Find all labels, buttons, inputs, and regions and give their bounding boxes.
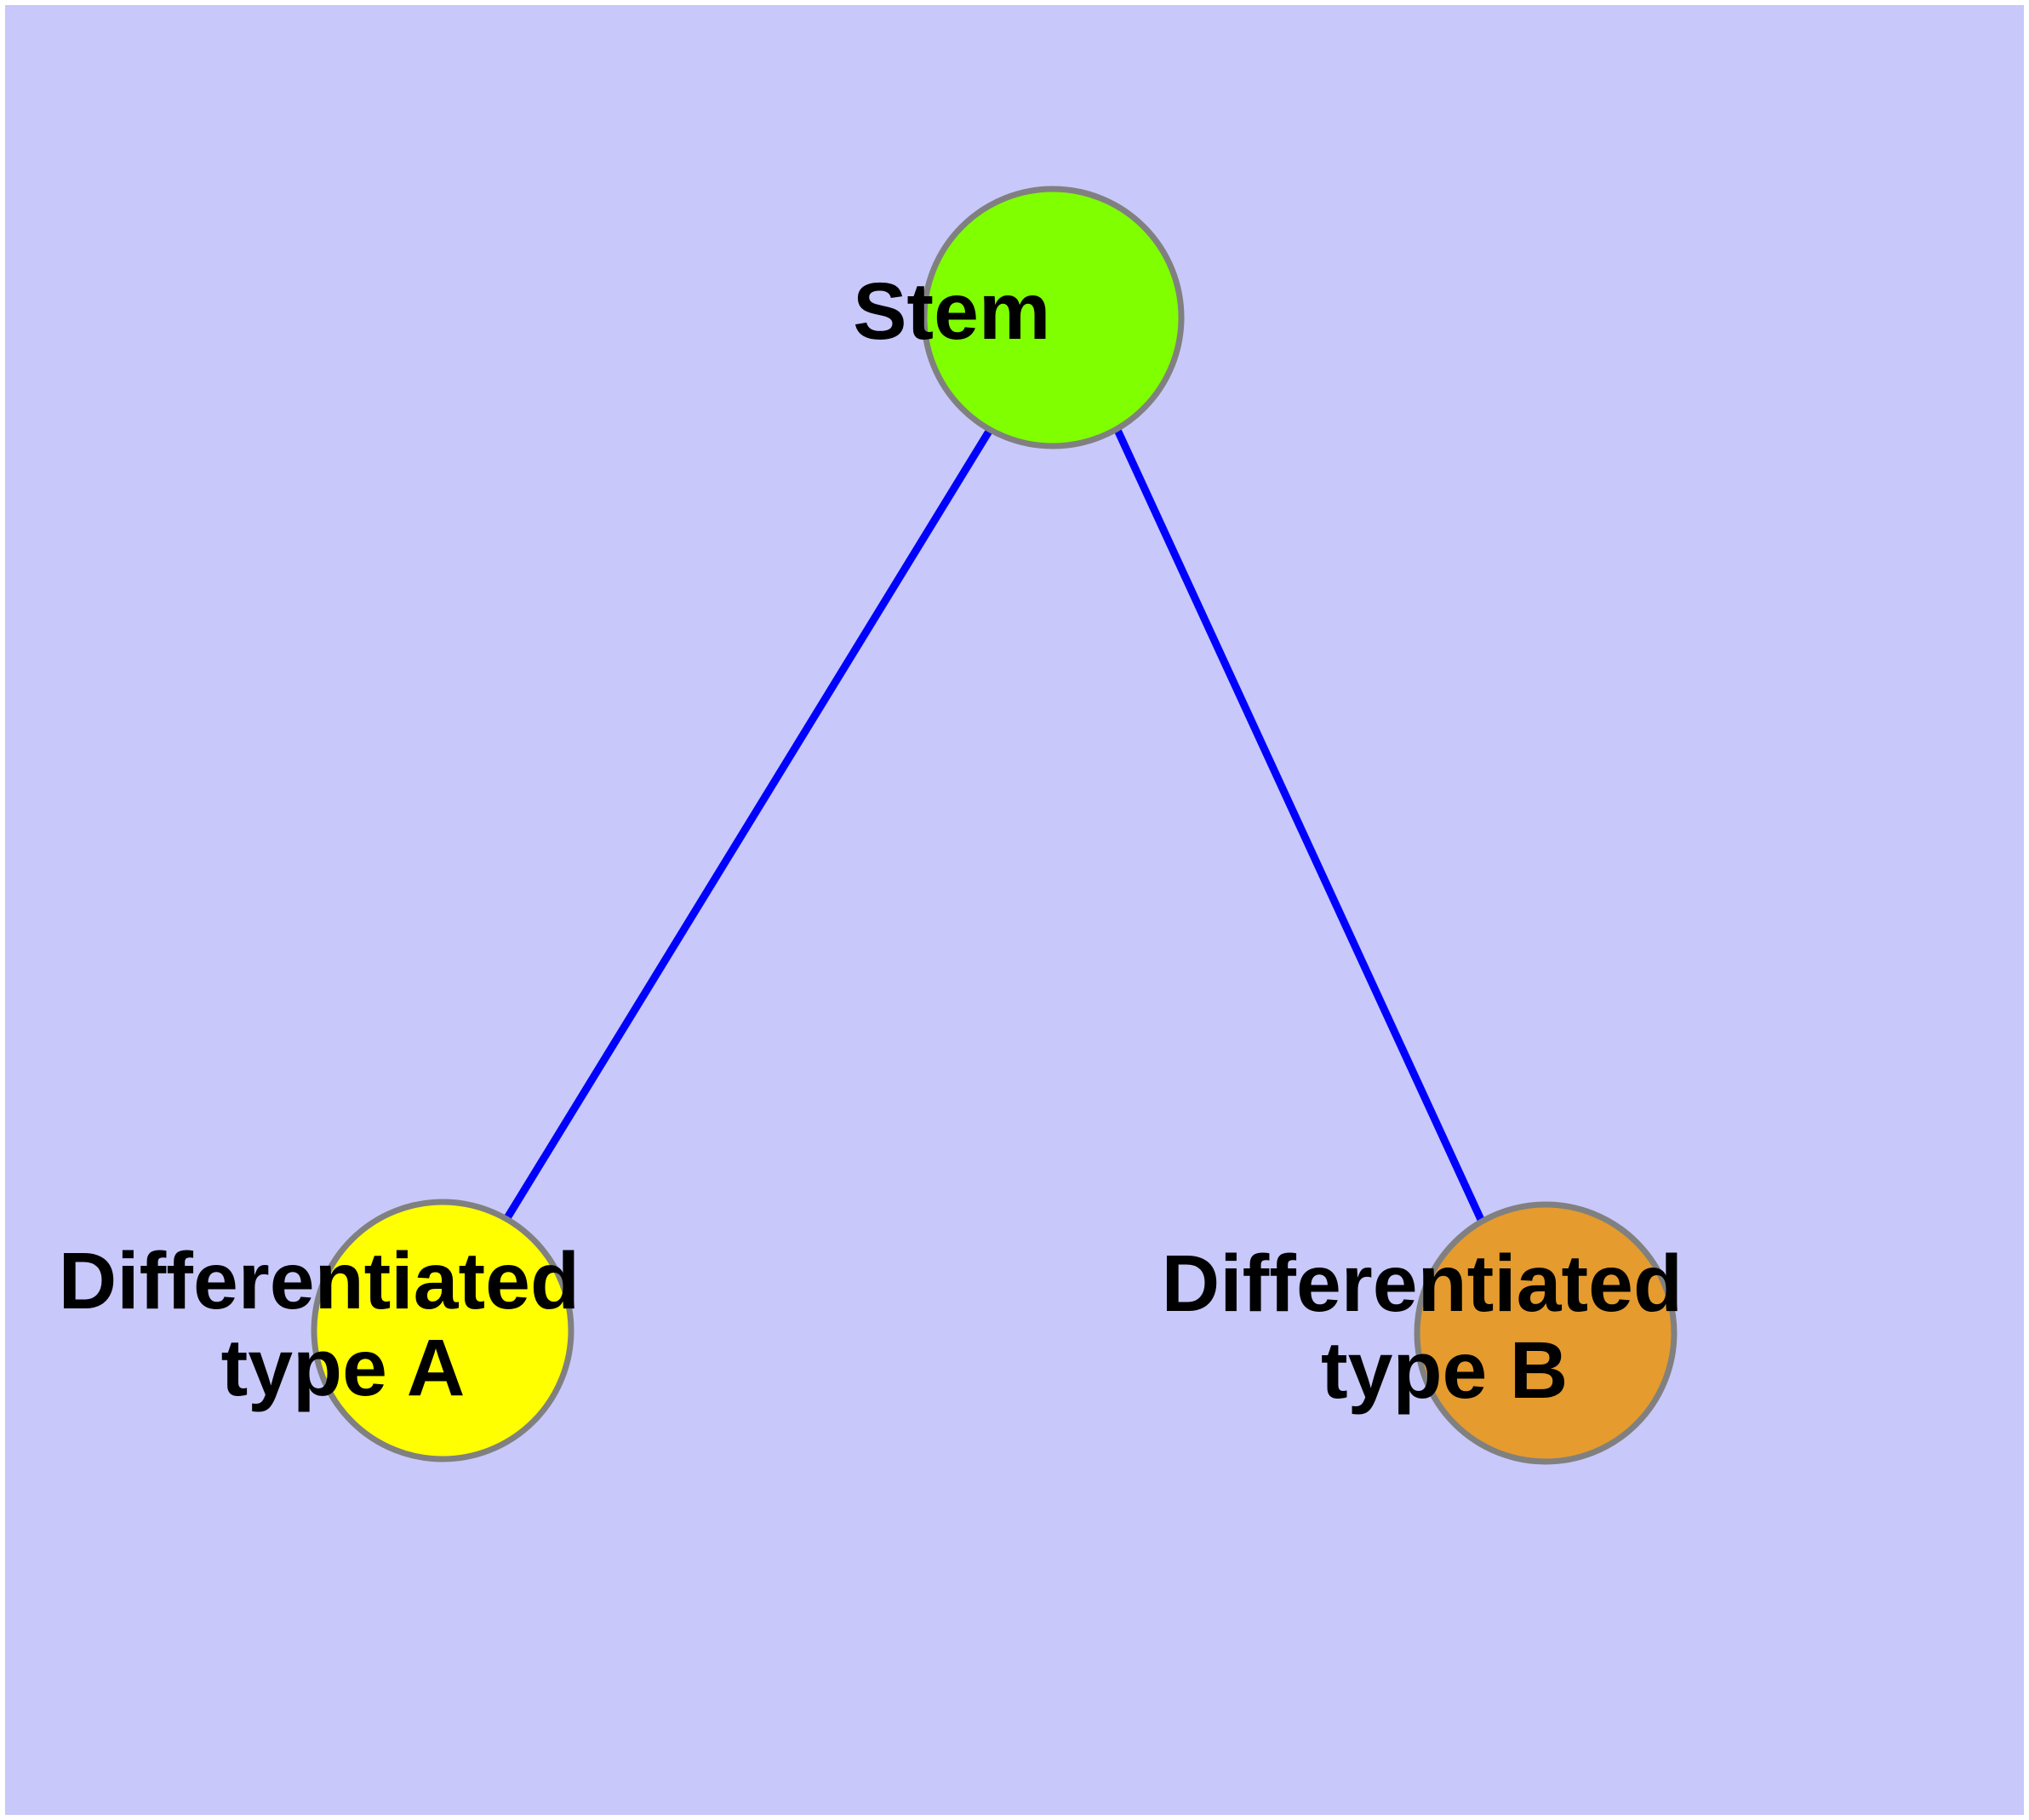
node-stem-label: Stem xyxy=(853,266,1253,357)
node-diff-b-label-line-2: type B xyxy=(1321,1325,1568,1416)
edge-stem-to-diff-b[interactable] xyxy=(1113,428,1487,1225)
node-diff-a-circle[interactable] xyxy=(311,1199,574,1462)
node-stem-circle[interactable] xyxy=(921,186,1185,449)
node-diff-a-label: Differentiated type A xyxy=(59,1236,827,1413)
node-diff-a[interactable]: Differentiated type A xyxy=(59,1199,827,1462)
node-diff-b-label: Differentiated type B xyxy=(1162,1239,1930,1416)
edge-stem-to-diff-a[interactable] xyxy=(502,427,993,1223)
node-layer: Stem Differentiated type A Differentiate… xyxy=(59,186,1930,1465)
node-diff-a-label-line-1: Differentiated xyxy=(59,1236,580,1326)
edge-layer xyxy=(502,427,1487,1225)
node-diff-b-circle[interactable] xyxy=(1414,1201,1677,1465)
node-stem-label-line-1: Stem xyxy=(853,266,1050,357)
node-stem[interactable]: Stem xyxy=(853,186,1253,449)
node-diff-a-label-line-2: type A xyxy=(221,1323,464,1413)
node-diff-b[interactable]: Differentiated type B xyxy=(1162,1201,1930,1465)
node-diff-b-label-line-1: Differentiated xyxy=(1162,1239,1683,1329)
